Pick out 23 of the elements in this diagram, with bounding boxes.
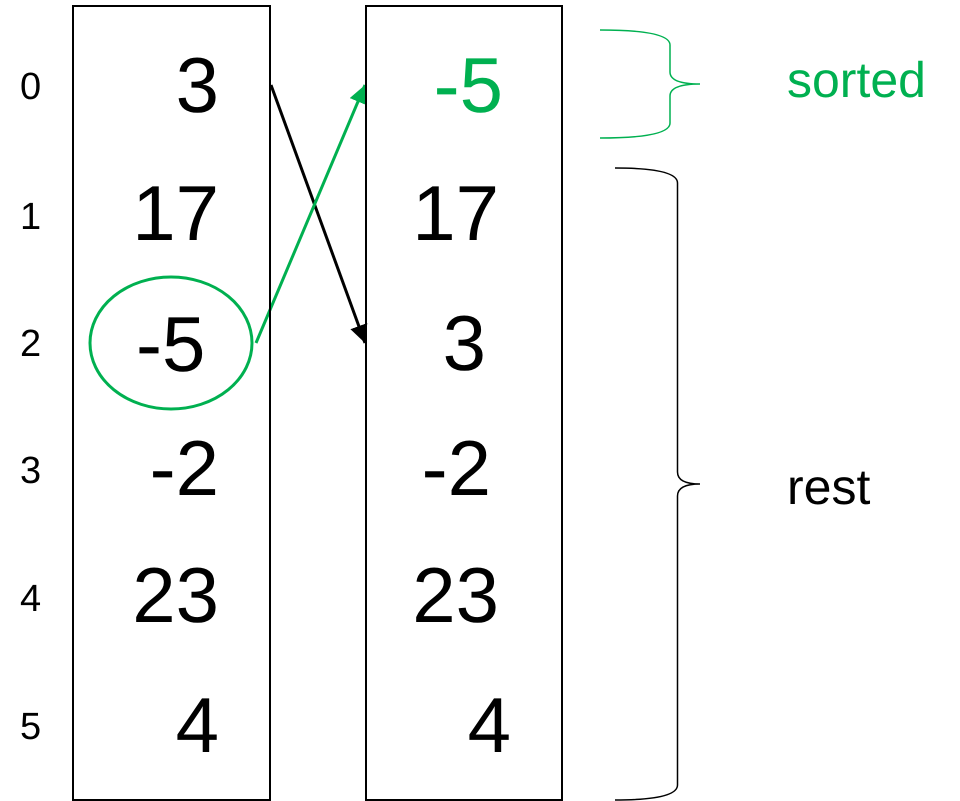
array-box xyxy=(72,5,271,801)
index-number: 2 xyxy=(20,325,42,363)
array-value: -5 xyxy=(136,305,206,383)
array-value: -2 xyxy=(367,408,561,528)
section-label: rest xyxy=(787,462,870,512)
array-value: 4 xyxy=(367,665,561,785)
array-value: -2 xyxy=(74,408,269,528)
index-number: 5 xyxy=(20,708,42,746)
array-value: -5 xyxy=(367,25,561,145)
section-label: sorted xyxy=(787,55,926,105)
array-value: 23 xyxy=(74,535,269,655)
array-value: 17 xyxy=(74,153,269,273)
index-number: 3 xyxy=(20,452,42,490)
index-number: 0 xyxy=(20,68,42,106)
index-number: 1 xyxy=(20,198,42,236)
array-value: 4 xyxy=(74,665,269,785)
array-value: 3 xyxy=(74,25,269,145)
array-box xyxy=(365,5,563,801)
array-value: 3 xyxy=(367,283,561,403)
array-value: 17 xyxy=(367,153,561,273)
array-value: 23 xyxy=(367,535,561,655)
circled-element xyxy=(88,275,254,411)
index-number: 4 xyxy=(20,580,42,618)
